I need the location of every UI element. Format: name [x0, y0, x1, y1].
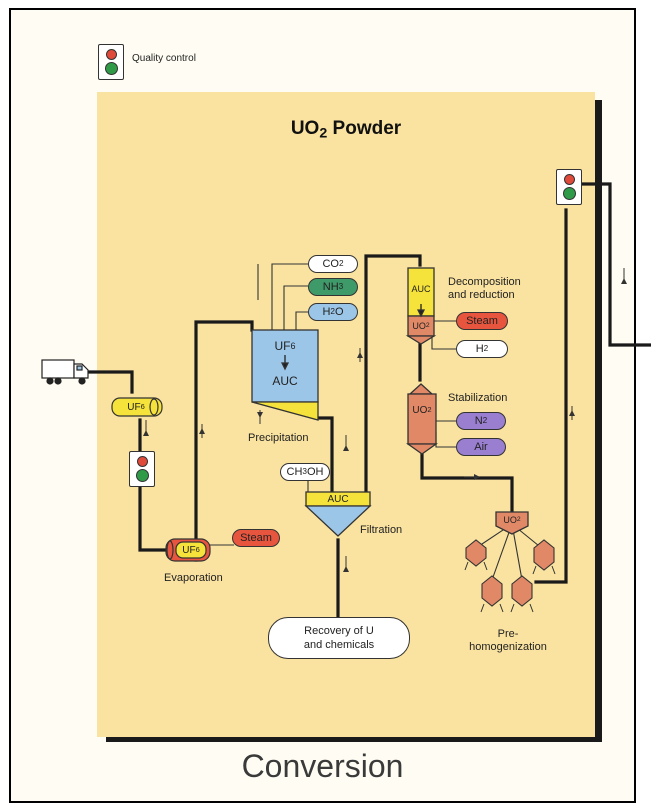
- recovery-line1: Recovery of U: [304, 625, 374, 637]
- flow-arrow-shafts: [145, 268, 625, 570]
- red-light-icon: [137, 456, 148, 467]
- steam-evaporation-input: Steam: [232, 529, 280, 547]
- pipe-precip-filter: [314, 416, 334, 498]
- precipitation-bottom-label: AUC: [272, 374, 298, 388]
- precipitation-label: Precipitation: [248, 432, 309, 444]
- prehomogenization-label-line2: homogenization: [469, 641, 547, 653]
- prehomogenization-label: Pre- homogenization: [458, 628, 558, 654]
- stabilization-vessel: [405, 383, 439, 455]
- quality-control-legend-icon: [98, 44, 124, 80]
- decomposition-top-label: AUC: [411, 284, 431, 294]
- pipe-evaporator-precipitation: [194, 320, 254, 562]
- panel-title: UO2 Powder: [290, 118, 402, 142]
- green-light-icon: [136, 469, 149, 482]
- homogenization-silos: [465, 539, 555, 607]
- green-light-icon: [563, 187, 576, 200]
- truck-icon: [41, 359, 89, 385]
- pipes: [84, 182, 651, 619]
- decomposition-vessel: [405, 267, 437, 345]
- quality-control-light-uf6: [129, 451, 155, 487]
- prehomogenization-label-line1: Pre-: [497, 628, 519, 640]
- green-light-icon: [105, 62, 118, 75]
- pipe-qc-out: [578, 182, 651, 347]
- steam-decomposition-input: Steam: [456, 312, 508, 330]
- evaporation-label: Evaporation: [164, 572, 223, 584]
- filter-label: AUC: [327, 493, 349, 505]
- decomposition-label: Decomposition and reduction: [448, 276, 521, 302]
- uo2-hopper: [495, 511, 529, 535]
- quality-control-label: Quality control: [132, 53, 196, 64]
- red-light-icon: [106, 49, 117, 60]
- pipe-stab-hopper: [420, 448, 514, 514]
- air-input: Air: [456, 438, 506, 456]
- decomposition-label-line1: Decomposition: [448, 276, 521, 288]
- precipitation-vessel: [251, 329, 319, 421]
- silo-legs: [464, 561, 556, 613]
- decomposition-label-line2: and reduction: [448, 289, 515, 301]
- filter-vessel: [304, 491, 372, 537]
- pipe-filter-decomposition: [364, 254, 422, 498]
- stabilization-stage-label: Stabilization: [448, 392, 508, 404]
- uf6-cylinder: [111, 397, 163, 417]
- pipe-truck-cylinder: [84, 370, 134, 394]
- pipe-hopper-qc: [534, 208, 568, 584]
- red-light-icon: [564, 174, 575, 185]
- footer-title: Conversion: [241, 748, 404, 784]
- recovery-line2: and chemicals: [303, 639, 375, 651]
- recovery-box: Recovery of U and chemicals: [268, 617, 410, 659]
- evaporator: [165, 538, 211, 562]
- filtration-label: Filtration: [360, 524, 403, 536]
- quality-control-light-output: [556, 169, 582, 205]
